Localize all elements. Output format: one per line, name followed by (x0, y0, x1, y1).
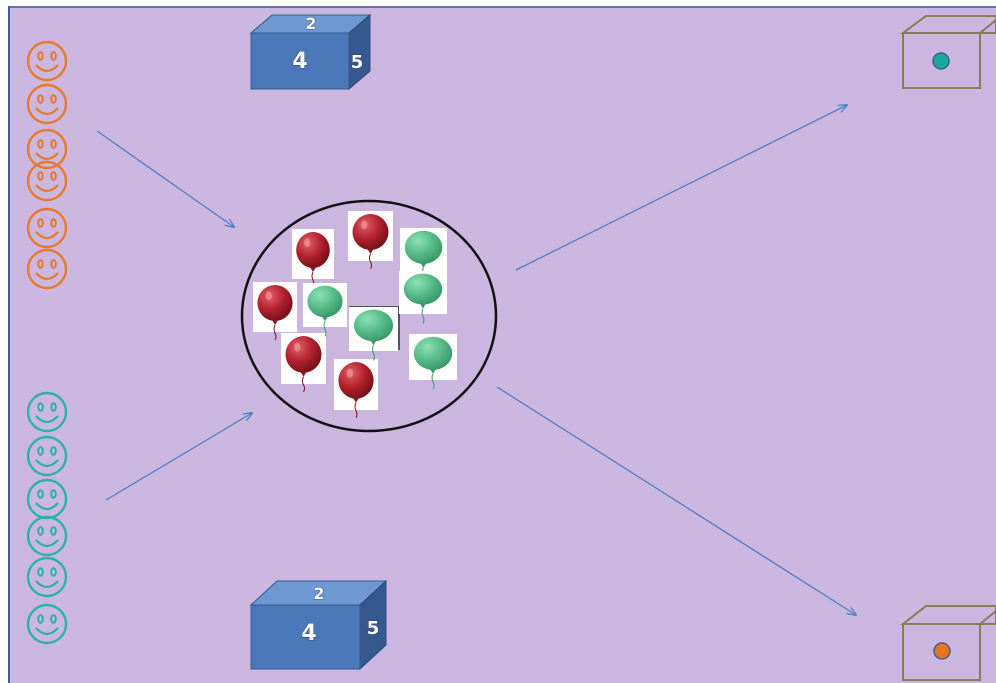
box-edge (979, 19, 996, 34)
balloon-icon (399, 271, 447, 324)
balloon-icon (303, 283, 347, 337)
smiley-face-icon (26, 248, 68, 290)
smiley-face-icon (26, 83, 68, 125)
smiley-face-icon (26, 556, 68, 598)
cube-top-label: 2 (313, 584, 324, 603)
balloon-icon (400, 228, 447, 284)
box-edge (979, 610, 996, 625)
top-cube: 2 4 5 (249, 14, 372, 91)
balloon-icon (334, 359, 378, 419)
arrow-icon (496, 386, 856, 615)
cube-side-label: 5 (351, 52, 364, 73)
bottom-right-box (900, 605, 996, 681)
teal-smiley-column (26, 391, 68, 645)
cube-side-label: 5 (367, 618, 380, 639)
cube-front-face (250, 604, 361, 670)
balloon-icon (292, 229, 334, 288)
smiley-face-icon (26, 40, 68, 82)
cube-front-label: 4 (292, 49, 307, 74)
balloon-icon (281, 333, 326, 393)
balloon-group (253, 211, 457, 419)
arrow-icon (515, 105, 847, 271)
balloon-icon (349, 307, 398, 361)
smiley-face-icon (26, 207, 68, 249)
arrow-icon (96, 130, 234, 227)
top-right-box (899, 15, 996, 89)
smiley-face-icon (26, 515, 68, 557)
balloon-urn-circle (240, 199, 498, 433)
cube-front-label: 4 (301, 621, 316, 646)
cube-front-face (250, 32, 350, 90)
balloon-icon (409, 334, 457, 390)
balloon-icon (253, 282, 297, 341)
smiley-face-icon (26, 435, 68, 477)
smiley-face-icon (26, 391, 68, 433)
orange-smiley-column (26, 40, 68, 290)
cube-top-label: 2 (305, 14, 316, 33)
smiley-face-icon (26, 160, 68, 202)
arrow-icon (105, 413, 252, 501)
balloon-icon (348, 211, 393, 270)
background-panel (8, 6, 996, 683)
smiley-face-icon (26, 128, 68, 170)
smiley-face-icon (26, 603, 68, 645)
box-front-face (902, 623, 981, 681)
bottom-cube: 2 4 5 (249, 579, 388, 671)
dot-icon (933, 642, 951, 660)
dot-icon (932, 52, 950, 70)
box-front-face (902, 32, 981, 89)
